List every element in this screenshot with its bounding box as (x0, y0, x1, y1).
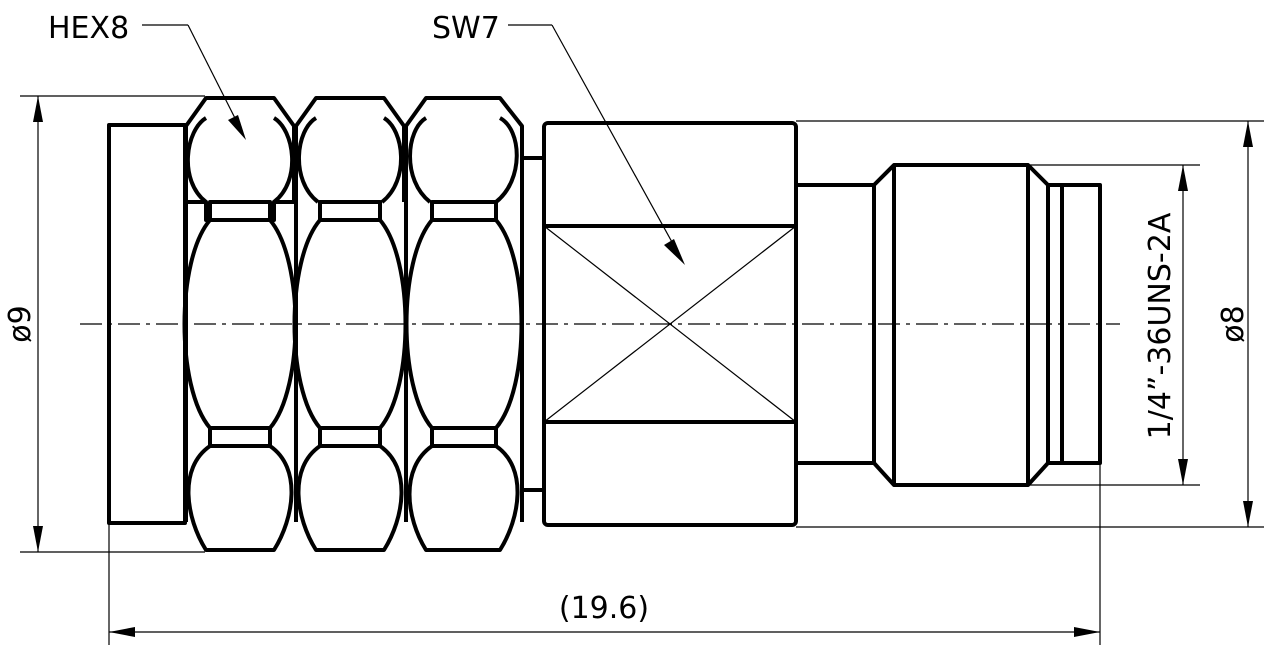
dia-right-label: ø8 (1216, 305, 1251, 342)
thread-label: 1/4”-36UNS-2A (1143, 212, 1178, 439)
wrench-label: SW7 (432, 11, 500, 46)
dimension-dia-9 (33, 96, 43, 552)
hex-leader (142, 24, 246, 140)
length-label: (19.6) (559, 591, 649, 626)
flat-cross-2 (543, 225, 797, 423)
tip (1048, 183, 1102, 465)
dimension-length (109, 627, 1100, 637)
dimension-thread (1178, 165, 1188, 485)
hex-label: HEX8 (48, 11, 129, 46)
hex-nut (182, 96, 524, 552)
extension-lines (20, 95, 1264, 645)
dimension-dia-8 (1243, 121, 1253, 527)
dia-left-label: ø9 (3, 305, 38, 342)
wrench-leader (508, 24, 685, 265)
threaded-section (872, 163, 1050, 487)
